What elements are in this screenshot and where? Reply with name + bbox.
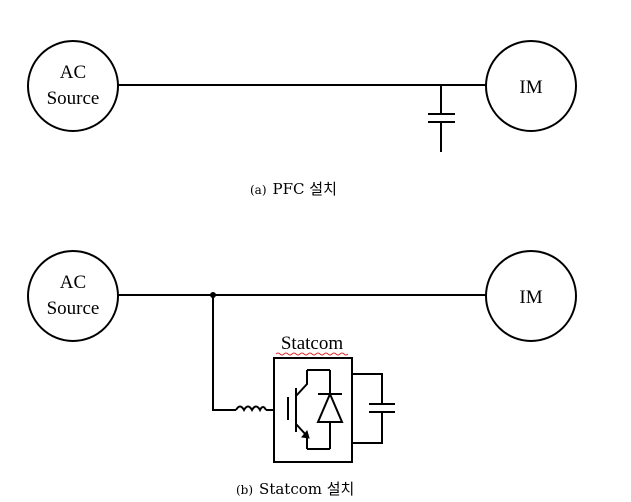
statcom-box [273,357,353,463]
ac-source-label-line2-a: Source [47,88,100,109]
ac-source-label-line2-b: Source [47,298,100,319]
diagram-a-pfc: AC Source IM (a) PFC 설치 [27,40,577,198]
pfc-capacitor-icon [428,85,455,152]
spellcheck-underline [275,352,349,356]
caption-a-text: PFC 설치 [273,180,337,198]
induction-motor-label-a: IM [519,77,542,98]
dc-link-capacitor-icon [352,373,395,444]
ac-source-label-line1-b: AC [60,272,86,293]
caption-b: (b) Statcom 설치 [236,480,354,498]
ac-source-circle-a [27,40,119,132]
statcom-label: Statcom [281,333,343,354]
inductor-icon [235,405,267,413]
diagram-b-statcom: AC Source IM Statcom [27,250,577,498]
ac-source-circle-b [27,250,119,342]
caption-a: (a) PFC 설치 [250,180,337,198]
caption-b-text: Statcom 설치 [259,480,354,498]
induction-motor-label-b: IM [519,287,542,308]
induction-motor-circle-b [485,250,577,342]
diode-icon [316,370,344,449]
igbt-icon [287,369,330,450]
induction-motor-circle-a [485,40,577,132]
branch-wire [212,295,236,411]
caption-a-prefix: (a) [250,183,267,197]
caption-b-prefix: (b) [236,483,253,497]
ac-source-label-line1-a: AC [60,62,86,83]
